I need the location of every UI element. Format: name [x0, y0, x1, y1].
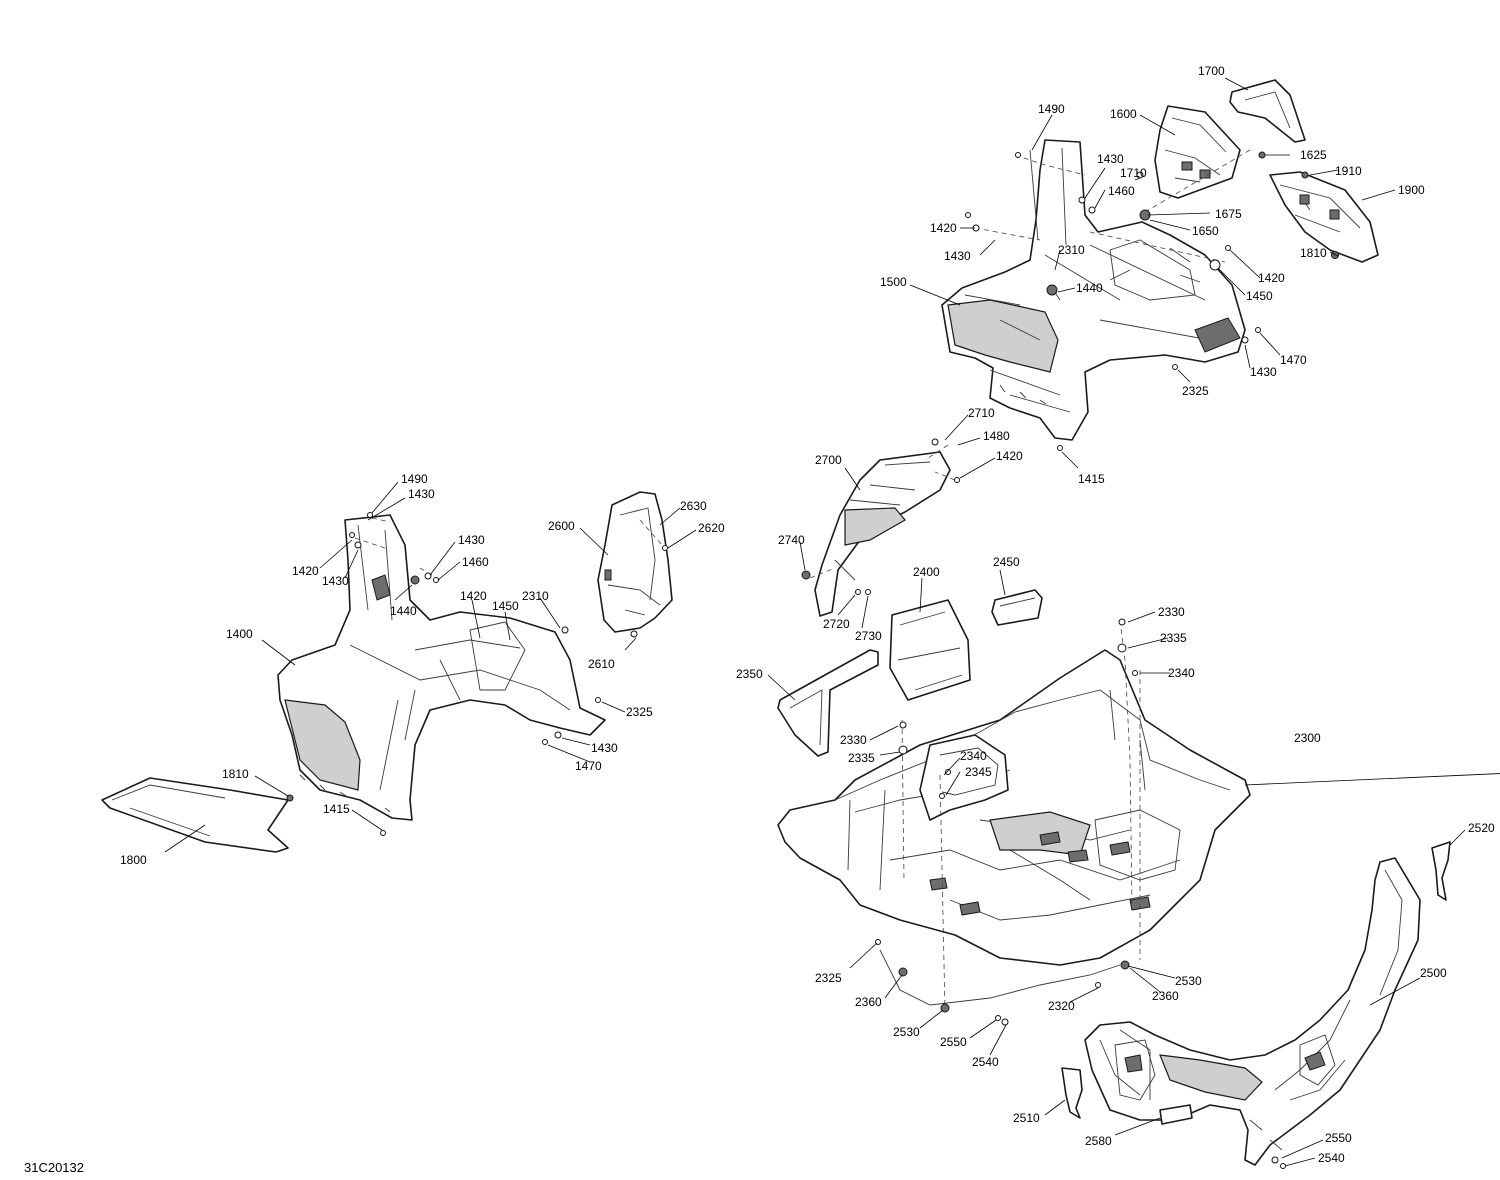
callout-1490: 1490 [401, 472, 428, 486]
callout-2345: 2345 [965, 765, 992, 779]
callout-2310: 2310 [1058, 243, 1085, 257]
plate-2580 [1159, 1104, 1193, 1125]
callout-2335: 2335 [848, 751, 875, 765]
cover-1700 [1229, 79, 1306, 143]
callout-2740: 2740 [778, 533, 805, 547]
callout-2325: 2325 [626, 705, 653, 719]
callout-1470: 1470 [575, 759, 602, 773]
callout-2530: 2530 [1175, 974, 1202, 988]
floor-panel-1800 [101, 777, 289, 853]
callout-1490: 1490 [1038, 102, 1065, 116]
drawing-code: 31C20132 [24, 1160, 84, 1175]
reflector-2520 [1431, 841, 1451, 901]
callout-1430: 1430 [591, 741, 618, 755]
callout-1415: 1415 [1078, 472, 1105, 486]
callout-2540: 2540 [1318, 1151, 1345, 1165]
callout-1440: 1440 [1076, 281, 1103, 295]
callout-2530: 2530 [893, 1025, 920, 1039]
callout-2340: 2340 [1168, 666, 1195, 680]
callout-1430: 1430 [1097, 152, 1124, 166]
callout-2730: 2730 [855, 629, 882, 643]
callout-1600: 1600 [1110, 107, 1137, 121]
cover-1600 [1154, 105, 1241, 199]
callout-1460: 1460 [462, 555, 489, 569]
callout-1450: 1450 [1246, 289, 1273, 303]
callout-1810: 1810 [1300, 246, 1327, 260]
callout-1460: 1460 [1108, 184, 1135, 198]
panel-2700 [814, 451, 951, 617]
callout-2300: 2300 [1294, 731, 1321, 745]
callout-1710: 1710 [1120, 166, 1147, 180]
callout-2320: 2320 [1048, 999, 1075, 1013]
callout-2450: 2450 [993, 555, 1020, 569]
callout-1420: 1420 [460, 589, 487, 603]
fasteners [286, 151, 1339, 1169]
callout-1420: 1420 [930, 221, 957, 235]
callout-2630: 2630 [680, 499, 707, 513]
callout-1430: 1430 [322, 574, 349, 588]
callout-2400: 2400 [913, 565, 940, 579]
callout-2500: 2500 [1420, 966, 1447, 980]
callout-1700: 1700 [1198, 64, 1225, 78]
panel-1900 [1269, 171, 1379, 263]
callout-2350: 2350 [736, 667, 763, 681]
callout-2600: 2600 [548, 519, 575, 533]
callout-2540: 2540 [972, 1055, 999, 1069]
callout-2310: 2310 [522, 589, 549, 603]
callout-1400: 1400 [226, 627, 253, 641]
leader-lines [164, 77, 1500, 1167]
storage-box-2400 [889, 599, 971, 701]
callout-1800: 1800 [120, 853, 147, 867]
callout-2620: 2620 [698, 521, 725, 535]
cargo-bed-2300 [777, 649, 1251, 1006]
callout-labels: 1700 1600 1490 1430 1710 1625 1910 1900 … [120, 64, 1495, 1165]
callout-2325: 2325 [1182, 384, 1209, 398]
callout-1650: 1650 [1192, 224, 1219, 238]
callout-2360: 2360 [855, 995, 882, 1009]
callout-1420: 1420 [292, 564, 319, 578]
callout-2510: 2510 [1013, 1111, 1040, 1125]
callout-2335: 2335 [1160, 631, 1187, 645]
callout-1500: 1500 [880, 275, 907, 289]
callout-2325: 2325 [815, 971, 842, 985]
callout-1430: 1430 [944, 249, 971, 263]
storage-lid-2450 [991, 589, 1043, 626]
callout-1420: 1420 [996, 449, 1023, 463]
callout-2550: 2550 [1325, 1131, 1352, 1145]
callout-1675: 1675 [1215, 207, 1242, 221]
callout-1440: 1440 [390, 604, 417, 618]
callout-2330: 2330 [840, 733, 867, 747]
reflector-2510 [1061, 1067, 1083, 1119]
callout-1810: 1810 [222, 767, 249, 781]
alignment-lines [354, 149, 1251, 1011]
callout-2610: 2610 [588, 657, 615, 671]
callout-2720: 2720 [823, 617, 850, 631]
callout-1415: 1415 [323, 802, 350, 816]
callout-1450: 1450 [492, 599, 519, 613]
rear-bumper-2500 [1084, 857, 1421, 1166]
callout-2550: 2550 [940, 1035, 967, 1049]
callout-2340: 2340 [960, 749, 987, 763]
panel-2350 [777, 649, 879, 757]
callout-1910: 1910 [1335, 164, 1362, 178]
front-body-panel-1400 [277, 514, 606, 821]
callout-1430: 1430 [408, 487, 435, 501]
callout-1480: 1480 [983, 429, 1010, 443]
callout-1420: 1420 [1258, 271, 1285, 285]
callout-2580: 2580 [1085, 1134, 1112, 1148]
callout-2520: 2520 [1468, 821, 1495, 835]
callout-1625: 1625 [1300, 148, 1327, 162]
callout-2710: 2710 [968, 406, 995, 420]
panel-2600 [597, 491, 673, 633]
callout-1430: 1430 [1250, 365, 1277, 379]
callout-2330: 2330 [1158, 605, 1185, 619]
callout-2360: 2360 [1152, 989, 1179, 1003]
callout-1900: 1900 [1398, 183, 1425, 197]
callout-2700: 2700 [815, 453, 842, 467]
callout-1470: 1470 [1280, 353, 1307, 367]
callout-1430: 1430 [458, 533, 485, 547]
